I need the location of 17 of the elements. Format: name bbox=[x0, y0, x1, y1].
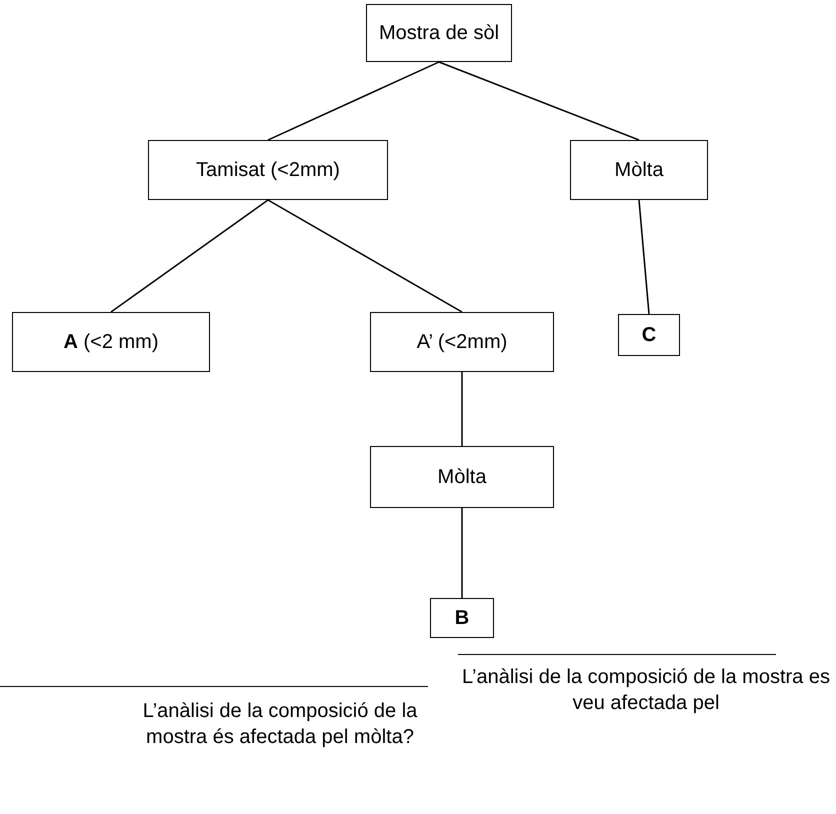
process-box: Tamisat (<2mm) bbox=[148, 140, 388, 200]
process-box: Mostra de sòl bbox=[366, 4, 512, 62]
process-box: C bbox=[618, 314, 680, 356]
process-box: Mòlta bbox=[370, 446, 554, 508]
connector-line bbox=[110, 199, 268, 313]
process-box: Mòlta bbox=[570, 140, 708, 200]
question-text: L’anàlisi de la composició de la mostra es veu afectada pel bbox=[461, 665, 831, 716]
process-box: B bbox=[430, 598, 494, 638]
connector-line bbox=[638, 200, 650, 314]
connector-line bbox=[268, 199, 462, 313]
process-box: A (<2 mm) bbox=[12, 312, 210, 372]
connector-line bbox=[438, 61, 640, 141]
connector-line bbox=[268, 61, 440, 141]
connector-line bbox=[461, 372, 463, 446]
process-box: A’ (<2mm) bbox=[370, 312, 554, 372]
question-text: L’anàlisi de la composició de la mostra és afectada pel mòlta? bbox=[142, 699, 418, 750]
connector-line bbox=[461, 508, 463, 598]
